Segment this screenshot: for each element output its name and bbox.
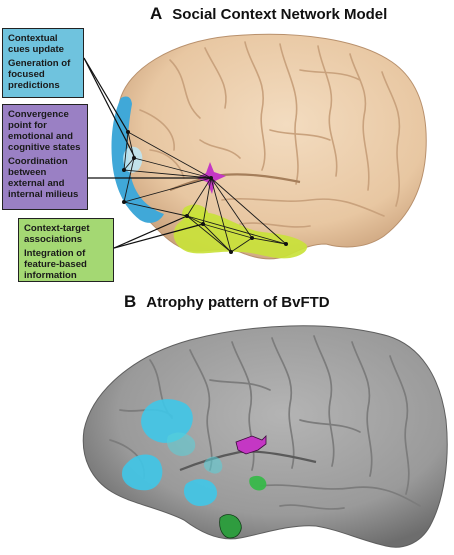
panel-a-title: A Social Context Network Model bbox=[150, 4, 387, 24]
node bbox=[284, 242, 288, 246]
brain-b-gyri bbox=[109, 335, 421, 510]
atrophy-green-spot bbox=[249, 475, 267, 491]
ofc-green-region bbox=[182, 204, 209, 225]
node bbox=[250, 236, 254, 240]
callout-lines bbox=[83, 57, 211, 249]
panel-b-letter: B bbox=[124, 292, 137, 311]
panel-b-title: B Atrophy pattern of BvFTD bbox=[124, 292, 330, 312]
atrophy-cyan-ventrolateral bbox=[122, 454, 163, 491]
panel-b-title-text: Atrophy pattern of BvFTD bbox=[146, 294, 330, 311]
brain-b-sylvian-fissure bbox=[179, 450, 317, 472]
atrophy-green-temporal-pole bbox=[219, 514, 242, 539]
box-blue-line1: Contextual cues update bbox=[8, 33, 64, 55]
atrophy-cyan-dorsolateral bbox=[141, 399, 193, 443]
box-green-line2: Integration of feature-based information bbox=[24, 248, 87, 281]
box-purple-line2: Coordination between external and intern… bbox=[8, 156, 79, 200]
context-target-box: Context-target associations Integration … bbox=[18, 218, 114, 282]
node bbox=[132, 156, 136, 160]
node bbox=[229, 250, 233, 254]
atrophy-cyan-orbitofrontal bbox=[183, 479, 218, 506]
atrophy-magenta-insula bbox=[235, 435, 267, 455]
frontal-blue-region bbox=[111, 96, 164, 223]
brain-b bbox=[82, 325, 448, 548]
panel-a-title-text: Social Context Network Model bbox=[172, 6, 388, 23]
contextual-cues-box: Contextual cues update Generation of foc… bbox=[2, 28, 84, 98]
panel-a-letter: A bbox=[150, 4, 163, 23]
temporal-green-region bbox=[173, 212, 308, 259]
brain-a-gyri bbox=[139, 41, 401, 228]
brain-a bbox=[83, 33, 427, 260]
node bbox=[122, 168, 126, 172]
box-blue-line2: Generation of focused predictions bbox=[8, 58, 71, 91]
atrophy-cyan-faint bbox=[166, 432, 196, 456]
node bbox=[122, 200, 126, 204]
network-edges bbox=[123, 131, 287, 253]
box-green-line1: Context-target associations bbox=[24, 223, 90, 245]
box-purple-line1: Convergence point for emotional and cogn… bbox=[8, 109, 81, 153]
convergence-box: Convergence point for emotional and cogn… bbox=[2, 104, 88, 210]
atrophy-cyan-insula-faint bbox=[203, 456, 223, 474]
